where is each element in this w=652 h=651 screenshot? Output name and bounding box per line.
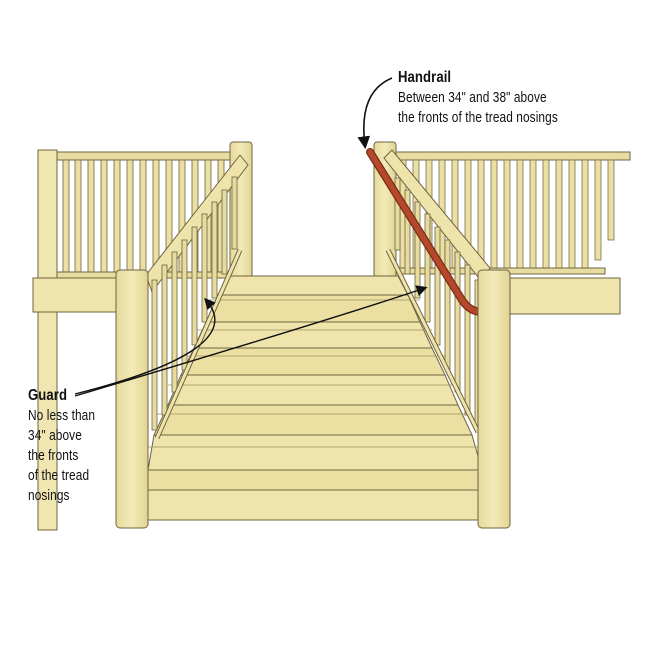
guard-leader-arrow-left: [74, 297, 216, 395]
guard-callout-line: nosings: [28, 488, 70, 504]
right-guard: [383, 149, 491, 434]
handrail-leader-arrow: [357, 77, 393, 150]
guard-callout-line: the fronts: [28, 448, 79, 464]
guard-callout-line: of the tread: [28, 468, 90, 484]
guard-callout-title: Guard: [28, 387, 68, 404]
left-guard: [145, 154, 249, 440]
handrail-callout-title: Handrail: [398, 69, 452, 86]
handrail-callout: Handrail Between 34" and 38" above the f…: [398, 68, 558, 128]
guard-callout: Guard No less than 34" above the fronts …: [28, 386, 95, 506]
handrail-callout-line: the fronts of the tread nosings: [398, 110, 558, 126]
lower-left-post: [115, 269, 149, 529]
guard-callout-line: No less than: [28, 408, 96, 424]
guard-leader-arrow-right: [74, 285, 428, 397]
lower-right-post: [477, 269, 511, 529]
handrail-callout-line: Between 34" and 38" above: [398, 90, 547, 106]
stair-treads: [147, 275, 485, 521]
guard-callout-line: 34" above: [28, 428, 82, 444]
